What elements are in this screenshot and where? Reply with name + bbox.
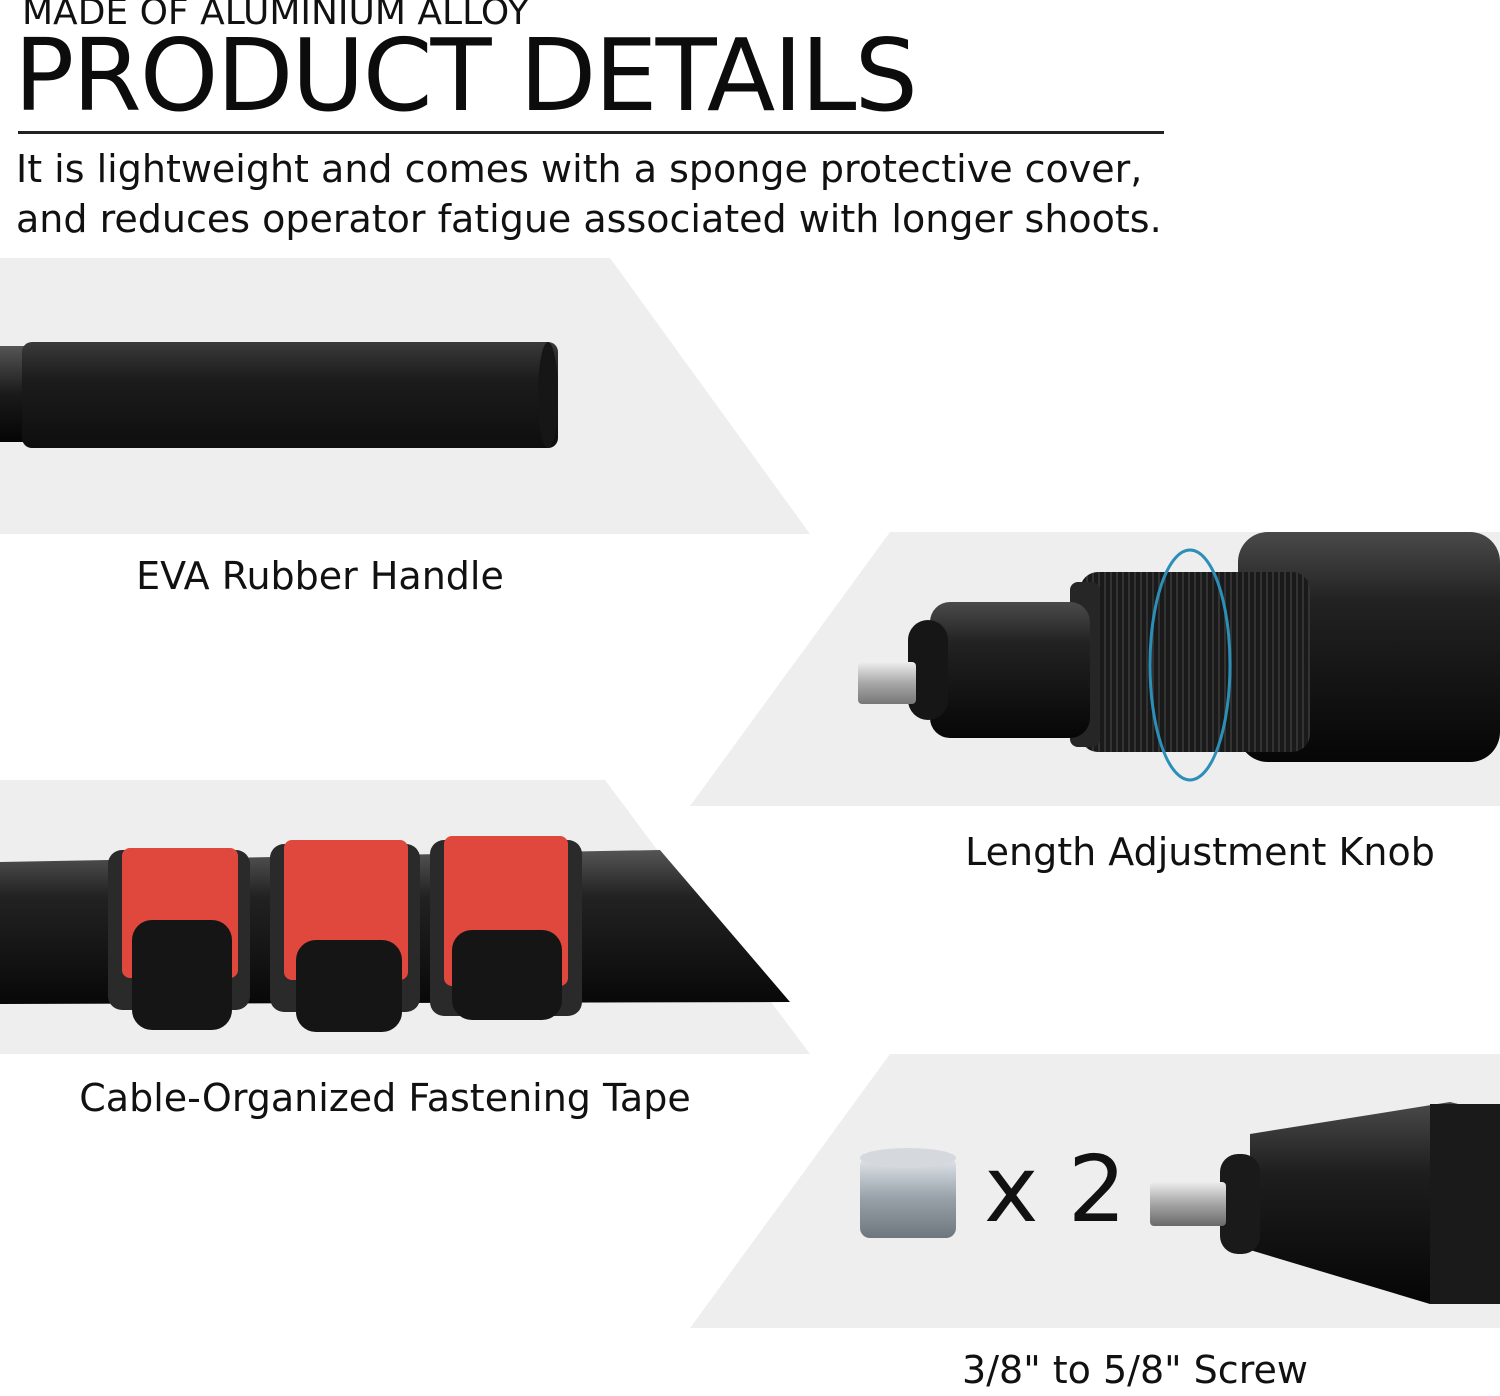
handle-caption: EVA Rubber Handle [136, 554, 504, 598]
screw-image [690, 1054, 1500, 1328]
subtitle: MADE OF ALUMINIUM ALLOY [22, 0, 530, 33]
knob-caption: Length Adjustment Knob [965, 830, 1435, 874]
velcro-strap-3 [430, 836, 582, 1020]
screw-caption: 3/8" to 5/8" Screw [962, 1348, 1308, 1392]
adapter-screw-icon [860, 1148, 956, 1238]
handle-panel [0, 258, 810, 534]
title-divider [18, 131, 1164, 134]
description-line-1: It is lightweight and comes with a spong… [16, 147, 1143, 191]
velcro-strap-1 [108, 848, 250, 1030]
screw-panel [690, 1054, 1500, 1328]
knob-panel [690, 532, 1500, 806]
product-description: It is lightweight and comes with a spong… [16, 144, 1316, 244]
page-title: PRODUCT DETAILS [14, 17, 918, 134]
description-line-2: and reduces operator fatigue associated … [16, 197, 1162, 241]
tape-caption: Cable-Organized Fastening Tape [79, 1076, 691, 1120]
tape-image [0, 780, 810, 1054]
quantity-multiplier: x 2 [984, 1136, 1127, 1243]
velcro-strap-2 [270, 840, 420, 1032]
tape-panel [0, 780, 810, 1054]
knob-image [690, 532, 1500, 806]
handle-image [0, 258, 810, 534]
